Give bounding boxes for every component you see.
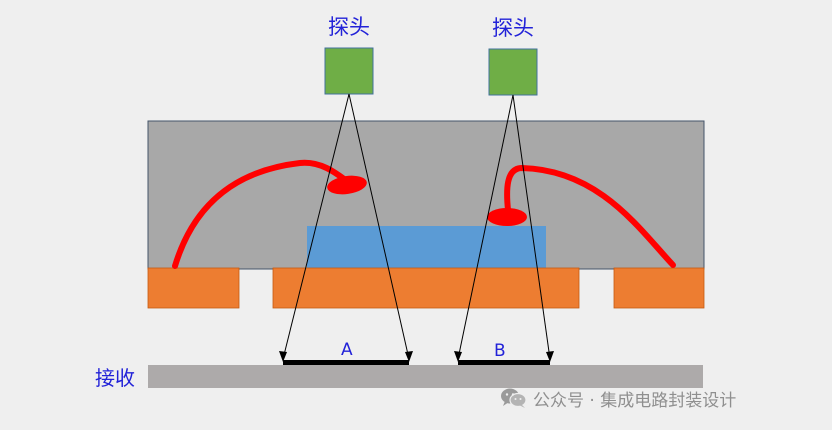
die: [307, 226, 546, 269]
wire-right: [504, 164, 676, 268]
receiver-label: 接收: [95, 366, 135, 390]
beam-right-a: [457, 94, 514, 360]
watermark-text: 公众号 · 集成电路封装设计: [533, 390, 737, 411]
substrate-pad-left: [147, 267, 240, 309]
point-a-label: A: [341, 340, 353, 360]
probe-right-label: 探头: [492, 16, 534, 40]
void-left: [327, 175, 367, 195]
probe-left: [324, 47, 374, 95]
probe-left-label: 探头: [328, 15, 370, 39]
beam-left-b: [348, 93, 410, 360]
point-b-label: B: [494, 341, 506, 361]
region-a-bar: [283, 360, 409, 365]
substrate-pad-right: [613, 267, 705, 309]
arrowhead-right-a: [454, 351, 462, 362]
region-b-bar: [458, 360, 550, 365]
probe-right: [488, 48, 538, 96]
receiver-plate: [148, 365, 703, 388]
arrowhead-left-b: [405, 351, 413, 362]
watermark: 公众号 · 集成电路封装设计: [499, 386, 737, 411]
wechat-icon: [501, 388, 527, 408]
beam-left-a: [282, 93, 350, 360]
beam-right-b: [512, 94, 551, 360]
void-right: [487, 208, 527, 226]
substrate-pad-center: [272, 267, 580, 309]
arrowhead-right-b: [546, 351, 554, 362]
arrowhead-left-a: [279, 351, 287, 362]
